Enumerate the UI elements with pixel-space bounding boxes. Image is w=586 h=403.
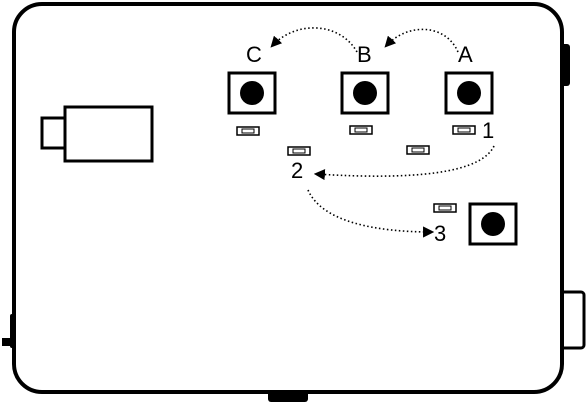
label-step-2: 2 (291, 158, 303, 183)
left-side-pin (2, 338, 16, 346)
label-c: C (246, 42, 262, 67)
arrow-1-to-2 (313, 145, 495, 181)
button-reset[interactable] (468, 202, 518, 246)
connector-housing (63, 105, 154, 163)
button-c[interactable] (227, 71, 277, 115)
label-b: B (357, 42, 372, 67)
label-step-1: 1 (482, 118, 494, 143)
led-middle (406, 145, 430, 155)
button-a[interactable] (444, 71, 494, 115)
led-step-2 (287, 146, 311, 156)
led-reset (433, 203, 457, 213)
device-body (12, 2, 564, 394)
label-step-3: 3 (434, 221, 446, 246)
arrow-a-to-b (384, 28, 459, 53)
button-b[interactable] (340, 71, 390, 115)
arrow-b-to-c (270, 27, 358, 53)
arrow-2-to-3 (307, 189, 435, 238)
led-c (236, 126, 260, 136)
led-b (349, 125, 373, 135)
led-a (452, 125, 476, 135)
label-a: A (458, 42, 473, 67)
